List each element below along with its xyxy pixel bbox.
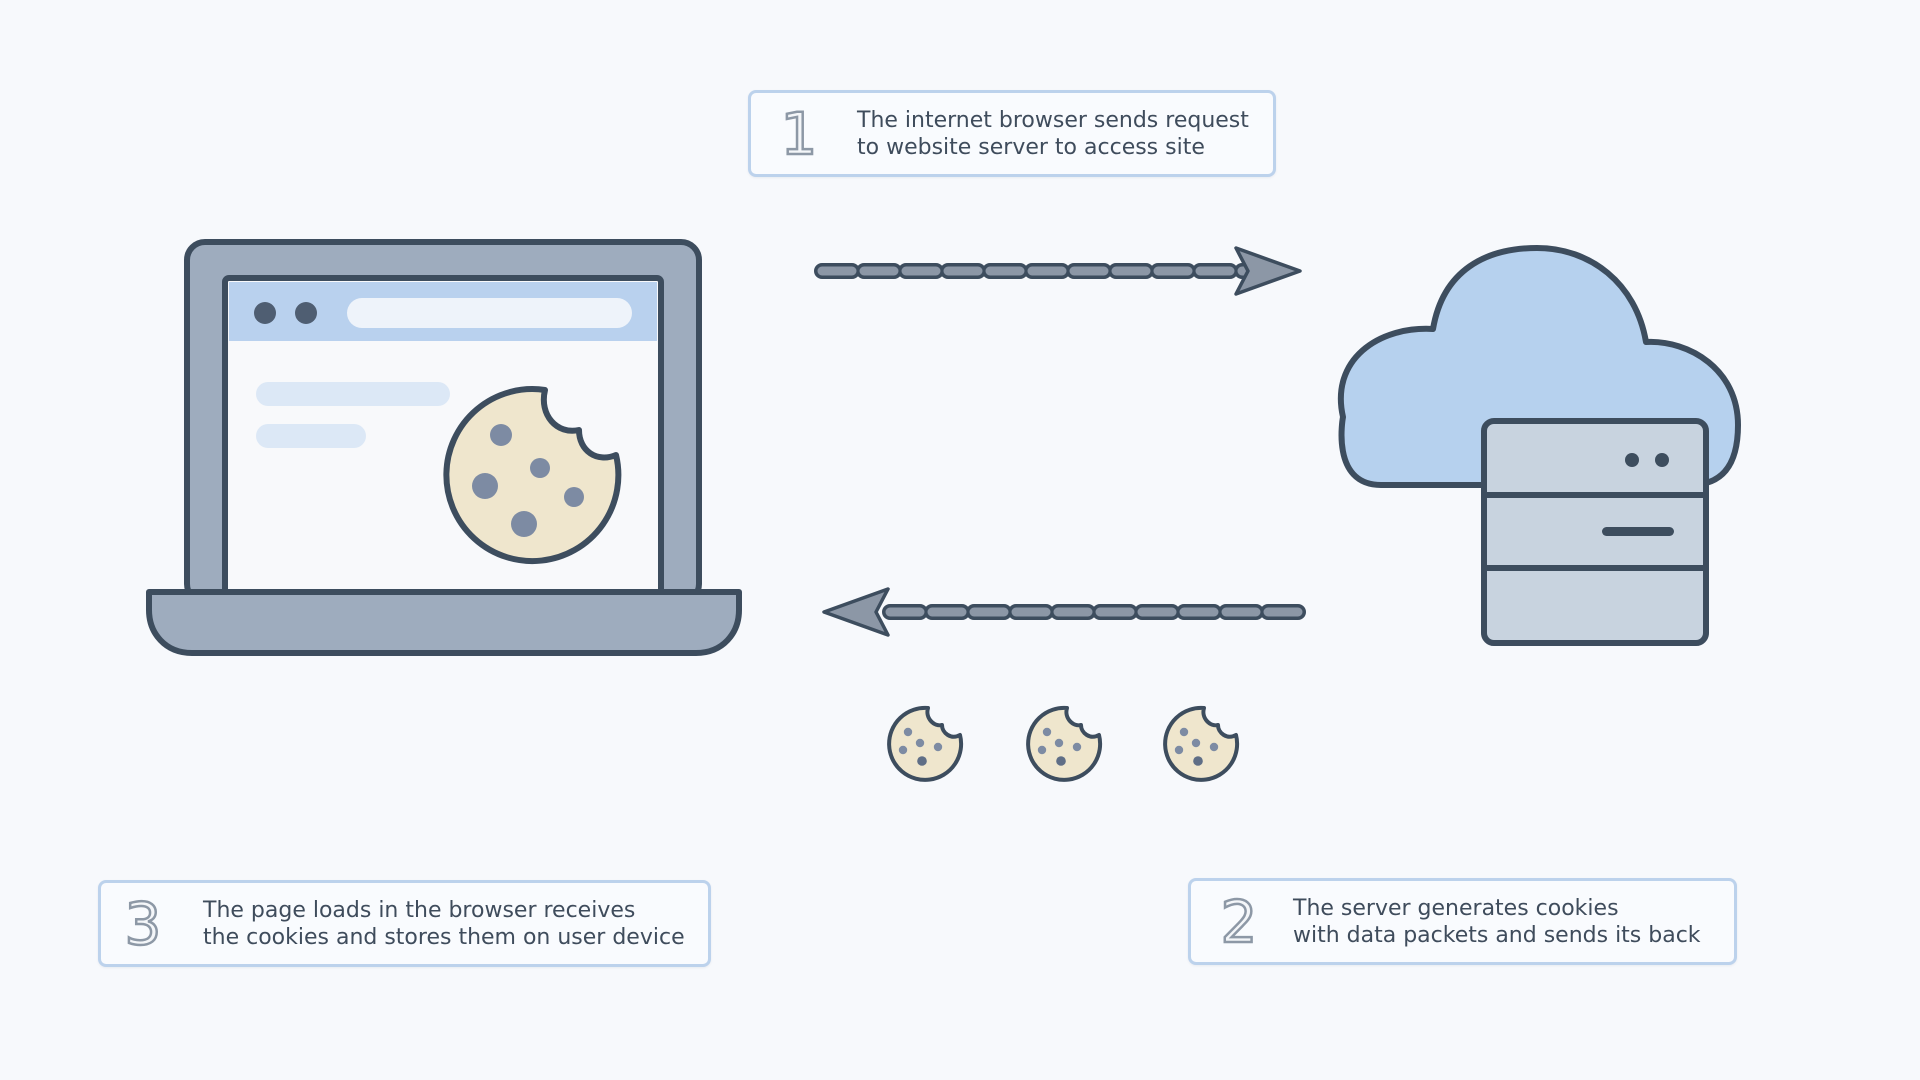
step-text-line: The internet browser sends request <box>857 107 1249 133</box>
step-number: 1 <box>779 99 818 168</box>
server-led <box>1655 453 1669 467</box>
window-dot <box>295 302 317 324</box>
address-bar <box>347 298 632 328</box>
step-3-box: 3 The page loads in the browser receives… <box>98 880 711 967</box>
step-text-line: to website server to access site <box>857 134 1205 160</box>
step-1-box: 1 The internet browser sends request to … <box>748 90 1276 177</box>
step-number: 3 <box>123 889 162 958</box>
cookie-icon <box>443 386 622 565</box>
arrow-left-dashed-icon <box>822 587 1306 637</box>
step-text-line: the cookies and stores them on user devi… <box>203 924 685 950</box>
arrow-right-dashed-icon <box>814 246 1302 296</box>
text-placeholder <box>256 424 366 448</box>
step-number: 2 <box>1219 887 1258 956</box>
step-2-box: 2 The server generates cookies with data… <box>1188 878 1737 965</box>
server-rack <box>1481 418 1709 646</box>
cookie-icon <box>1163 705 1240 782</box>
text-placeholder <box>256 382 450 406</box>
step-description: The server generates cookies with data p… <box>1293 895 1701 949</box>
step-description: The internet browser sends request to we… <box>857 107 1249 161</box>
server-slot <box>1602 527 1674 536</box>
step-text-line: The server generates cookies <box>1293 895 1619 921</box>
cookie-icon <box>1026 705 1103 782</box>
window-dot <box>254 302 276 324</box>
step-text-line: The page loads in the browser receives <box>203 897 636 923</box>
server-led <box>1625 453 1639 467</box>
step-text-line: with data packets and sends its back <box>1293 922 1701 948</box>
cookie-icon <box>887 705 964 782</box>
laptop-icon <box>146 239 742 656</box>
step-description: The page loads in the browser receives t… <box>203 897 685 951</box>
cloud-server-icon <box>1338 245 1741 646</box>
